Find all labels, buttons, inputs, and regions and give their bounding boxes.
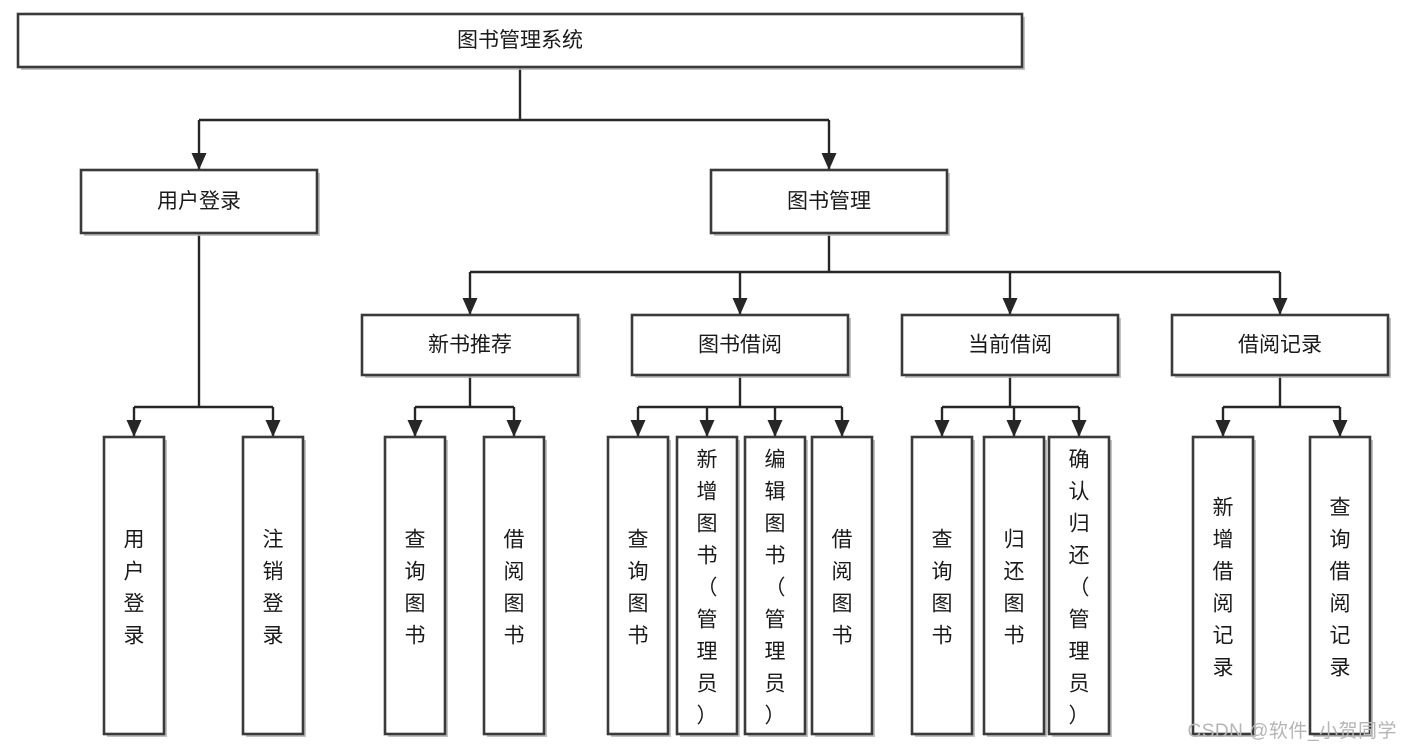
node-rect[interactable] <box>743 435 807 736</box>
arrow-head-icon <box>834 420 850 437</box>
node-label: 借阅记录 <box>1238 334 1322 357</box>
node-label: 借阅图书 <box>832 528 853 647</box>
node-leaf-user-login[interactable]: 用户登录 <box>102 435 167 737</box>
node-rect[interactable] <box>630 313 850 377</box>
arrow-head-icon <box>934 420 950 437</box>
node-rect[interactable] <box>16 12 1024 69</box>
node-leaf-query-book-1[interactable]: 查询图书 <box>383 435 448 737</box>
node-leaf-query-record[interactable]: 查询借阅记录 <box>1308 435 1373 737</box>
node-label: 归还图书 <box>1004 528 1025 647</box>
node-leaf-add-book[interactable]: 新增图书（管理员） <box>675 435 740 737</box>
node-rect[interactable] <box>1170 313 1390 377</box>
arrow-head-icon <box>462 298 478 315</box>
arrow-head-icon <box>407 420 423 437</box>
connector-layer <box>126 67 1348 437</box>
node-leaf-return-book[interactable]: 归还图书 <box>982 435 1047 737</box>
node-book-borrow[interactable]: 图书借阅 <box>630 313 851 378</box>
node-rect[interactable] <box>482 435 546 736</box>
node-rect[interactable] <box>383 435 447 736</box>
node-label: 查询借阅记录 <box>1330 496 1351 679</box>
node-label: 新书推荐 <box>428 334 512 357</box>
node-leaf-query-book-3[interactable]: 查询图书 <box>910 435 975 737</box>
node-leaf-edit-book[interactable]: 编辑图书（管理员） <box>743 435 808 737</box>
node-rect[interactable] <box>1047 435 1111 736</box>
node-rect[interactable] <box>900 313 1120 377</box>
arrow-head-icon <box>1006 420 1022 437</box>
node-rect[interactable] <box>102 435 166 736</box>
node-label: 用户登录 <box>157 190 241 213</box>
arrow-head-icon <box>767 420 783 437</box>
node-rect[interactable] <box>241 435 305 736</box>
node-label: 图书借阅 <box>698 334 782 357</box>
arrow-head-icon <box>1215 420 1231 437</box>
node-rect[interactable] <box>360 313 580 377</box>
arrow-head-icon <box>126 420 142 437</box>
node-rect[interactable] <box>810 435 874 736</box>
node-borrow-record[interactable]: 借阅记录 <box>1170 313 1391 378</box>
node-rect[interactable] <box>910 435 974 736</box>
node-current-borrow[interactable]: 当前借阅 <box>900 313 1121 378</box>
node-label: 用户登录 <box>124 528 145 647</box>
node-label: 借阅图书 <box>504 528 525 647</box>
arrow-head-icon <box>1002 298 1018 315</box>
arrow-head-icon <box>265 420 281 437</box>
arrow-head-icon <box>630 420 646 437</box>
node-rect[interactable] <box>1308 435 1372 736</box>
node-rect[interactable] <box>709 168 949 235</box>
node-leaf-borrow-book-2[interactable]: 借阅图书 <box>810 435 875 737</box>
node-rect[interactable] <box>606 435 670 736</box>
arrow-head-icon <box>732 298 748 315</box>
node-label: 新增图书（管理员） <box>697 448 718 727</box>
node-label: 当前借阅 <box>968 334 1052 357</box>
node-root-图书管理系统[interactable]: 图书管理系统 <box>16 12 1025 70</box>
arrow-head-icon <box>506 420 522 437</box>
node-leaf-add-record[interactable]: 新增借阅记录 <box>1191 435 1256 737</box>
node-label: 图书管理系统 <box>457 29 583 52</box>
node-label: 查询图书 <box>932 528 953 647</box>
node-leaf-borrow-book-1[interactable]: 借阅图书 <box>482 435 547 737</box>
node-leaf-query-book-2[interactable]: 查询图书 <box>606 435 671 737</box>
node-layer: 图书管理系统用户登录图书管理新书推荐图书借阅当前借阅借阅记录用户登录注销登录查询… <box>16 12 1391 737</box>
node-leaf-user-logout[interactable]: 注销登录 <box>241 435 306 737</box>
arrow-head-icon <box>1332 420 1348 437</box>
node-label: 注销登录 <box>263 528 284 647</box>
node-leaf-confirm-return[interactable]: 确认归还（管理员） <box>1047 435 1112 737</box>
arrow-head-icon <box>1272 298 1288 315</box>
node-label: 新增借阅记录 <box>1213 496 1234 679</box>
node-label: 确认归还（管理员） <box>1069 448 1090 727</box>
node-label: 查询图书 <box>405 528 426 647</box>
arrow-head-icon <box>1071 420 1087 437</box>
node-rect[interactable] <box>1191 435 1255 736</box>
node-rect[interactable] <box>79 168 319 235</box>
arrow-head-icon <box>821 153 837 170</box>
node-new-book-recommend[interactable]: 新书推荐 <box>360 313 581 378</box>
node-rect[interactable] <box>982 435 1046 736</box>
node-label: 编辑图书（管理员） <box>765 448 786 727</box>
node-label: 图书管理 <box>787 190 871 213</box>
arrow-head-icon <box>699 420 715 437</box>
node-user-login[interactable]: 用户登录 <box>79 168 320 236</box>
node-book-management[interactable]: 图书管理 <box>709 168 950 236</box>
arrow-head-icon <box>191 153 207 170</box>
node-rect[interactable] <box>675 435 739 736</box>
node-label: 查询图书 <box>628 528 649 647</box>
